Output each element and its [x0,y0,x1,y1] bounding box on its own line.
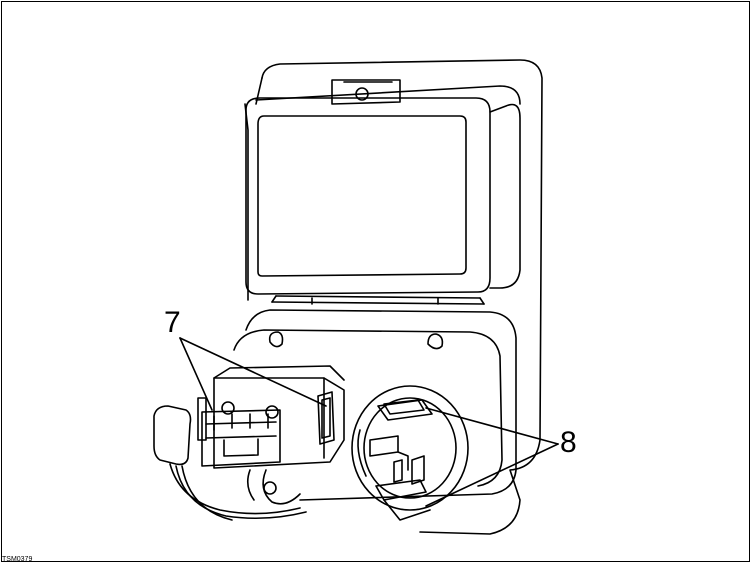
leader-lines [179,337,559,507]
figure-code: TSM0379 [2,556,33,563]
callout-7: 7 [164,306,181,339]
hinge-strip [271,295,485,305]
hinged-lid [245,79,521,295]
callout-8: 8 [560,426,577,459]
rotary-switch [351,385,469,521]
socket-block [197,365,345,469]
plug-and-cable [153,405,307,521]
recess-panel [233,309,517,501]
